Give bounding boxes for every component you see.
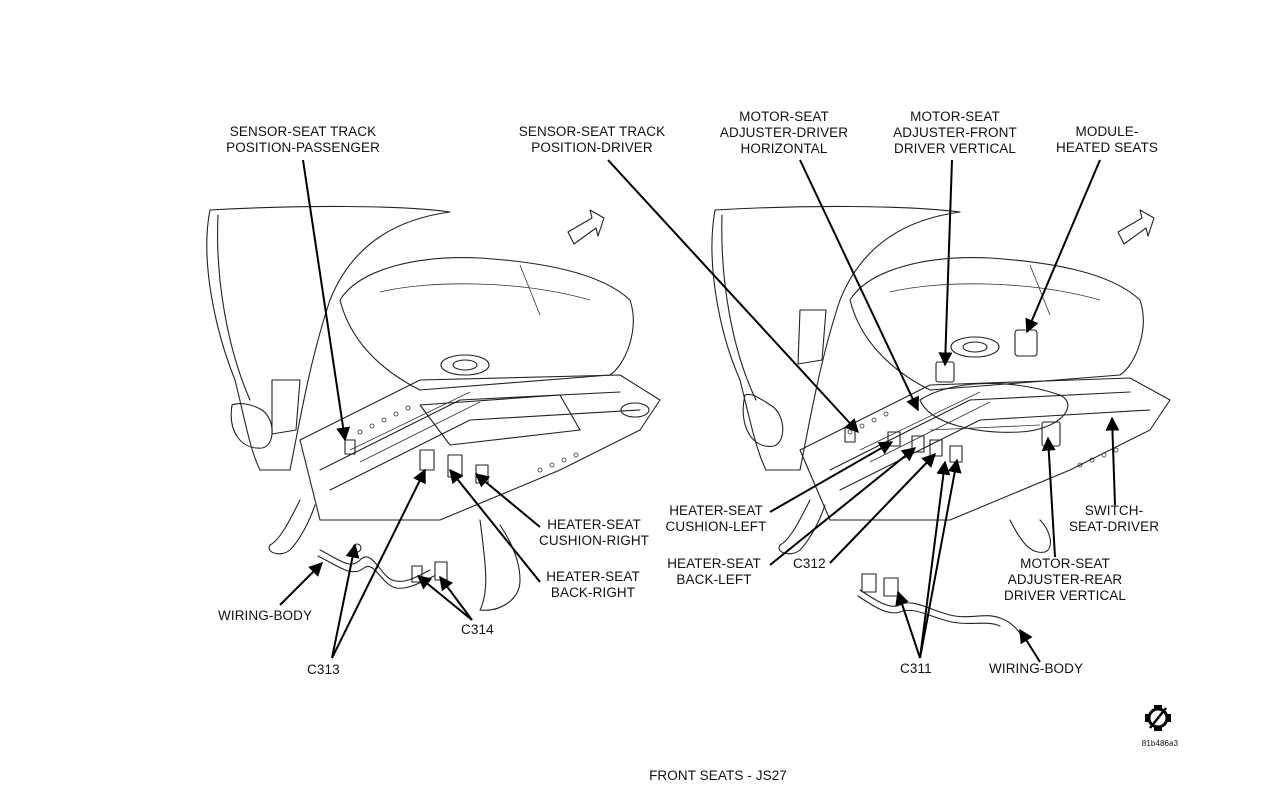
label-motor-seat-adjuster-front-driver-vertical: MOTOR-SEAT ADJUSTER-FRONT DRIVER VERTICA… <box>893 109 1017 156</box>
label-c314: C314 <box>461 622 494 637</box>
label-switch-seat-driver: SWITCH- SEAT-DRIVER <box>1068 503 1160 534</box>
fwd-arrow-icon <box>1117 209 1155 245</box>
label-heater-seat-back-right: HEATER-SEAT BACK-RIGHT <box>546 569 640 600</box>
passenger-seat-drawing <box>206 205 661 611</box>
figure-caption: FRONT SEATS - JS27 <box>649 768 787 783</box>
label-wiring-body-right: WIRING-BODY <box>989 661 1084 676</box>
figure-code: 81b486a3 <box>1141 739 1179 748</box>
label-c312: C312 <box>793 556 826 571</box>
label-motor-seat-adjuster-driver-horizontal: MOTOR-SEAT ADJUSTER-DRIVER HORIZONTAL <box>719 109 849 156</box>
label-wiring-body-left: WIRING-BODY <box>218 608 313 623</box>
label-heater-seat-cushion-right: HEATER-SEAT CUSHION-RIGHT <box>538 517 650 548</box>
driver-seat-drawing <box>711 205 1171 641</box>
leader-lines <box>279 159 1120 663</box>
label-c313: C313 <box>307 662 340 677</box>
label-heater-seat-cushion-left: HEATER-SEAT CUSHION-LEFT <box>665 503 767 534</box>
service-gear-icon <box>1145 705 1171 731</box>
label-module-heated-seats: MODULE- HEATED SEATS <box>1056 124 1158 155</box>
label-sensor-seat-track-passenger: SENSOR-SEAT TRACK POSITION-PASSENGER <box>226 124 380 155</box>
fwd-arrow-icon <box>567 209 605 245</box>
label-c311: C311 <box>900 661 932 676</box>
label-sensor-seat-track-driver: SENSOR-SEAT TRACK POSITION-DRIVER <box>518 124 666 155</box>
label-heater-seat-back-left: HEATER-SEAT BACK-LEFT <box>667 556 761 587</box>
label-motor-seat-adjuster-rear-driver-vertical: MOTOR-SEAT ADJUSTER-REAR DRIVER VERTICAL <box>1003 556 1127 603</box>
